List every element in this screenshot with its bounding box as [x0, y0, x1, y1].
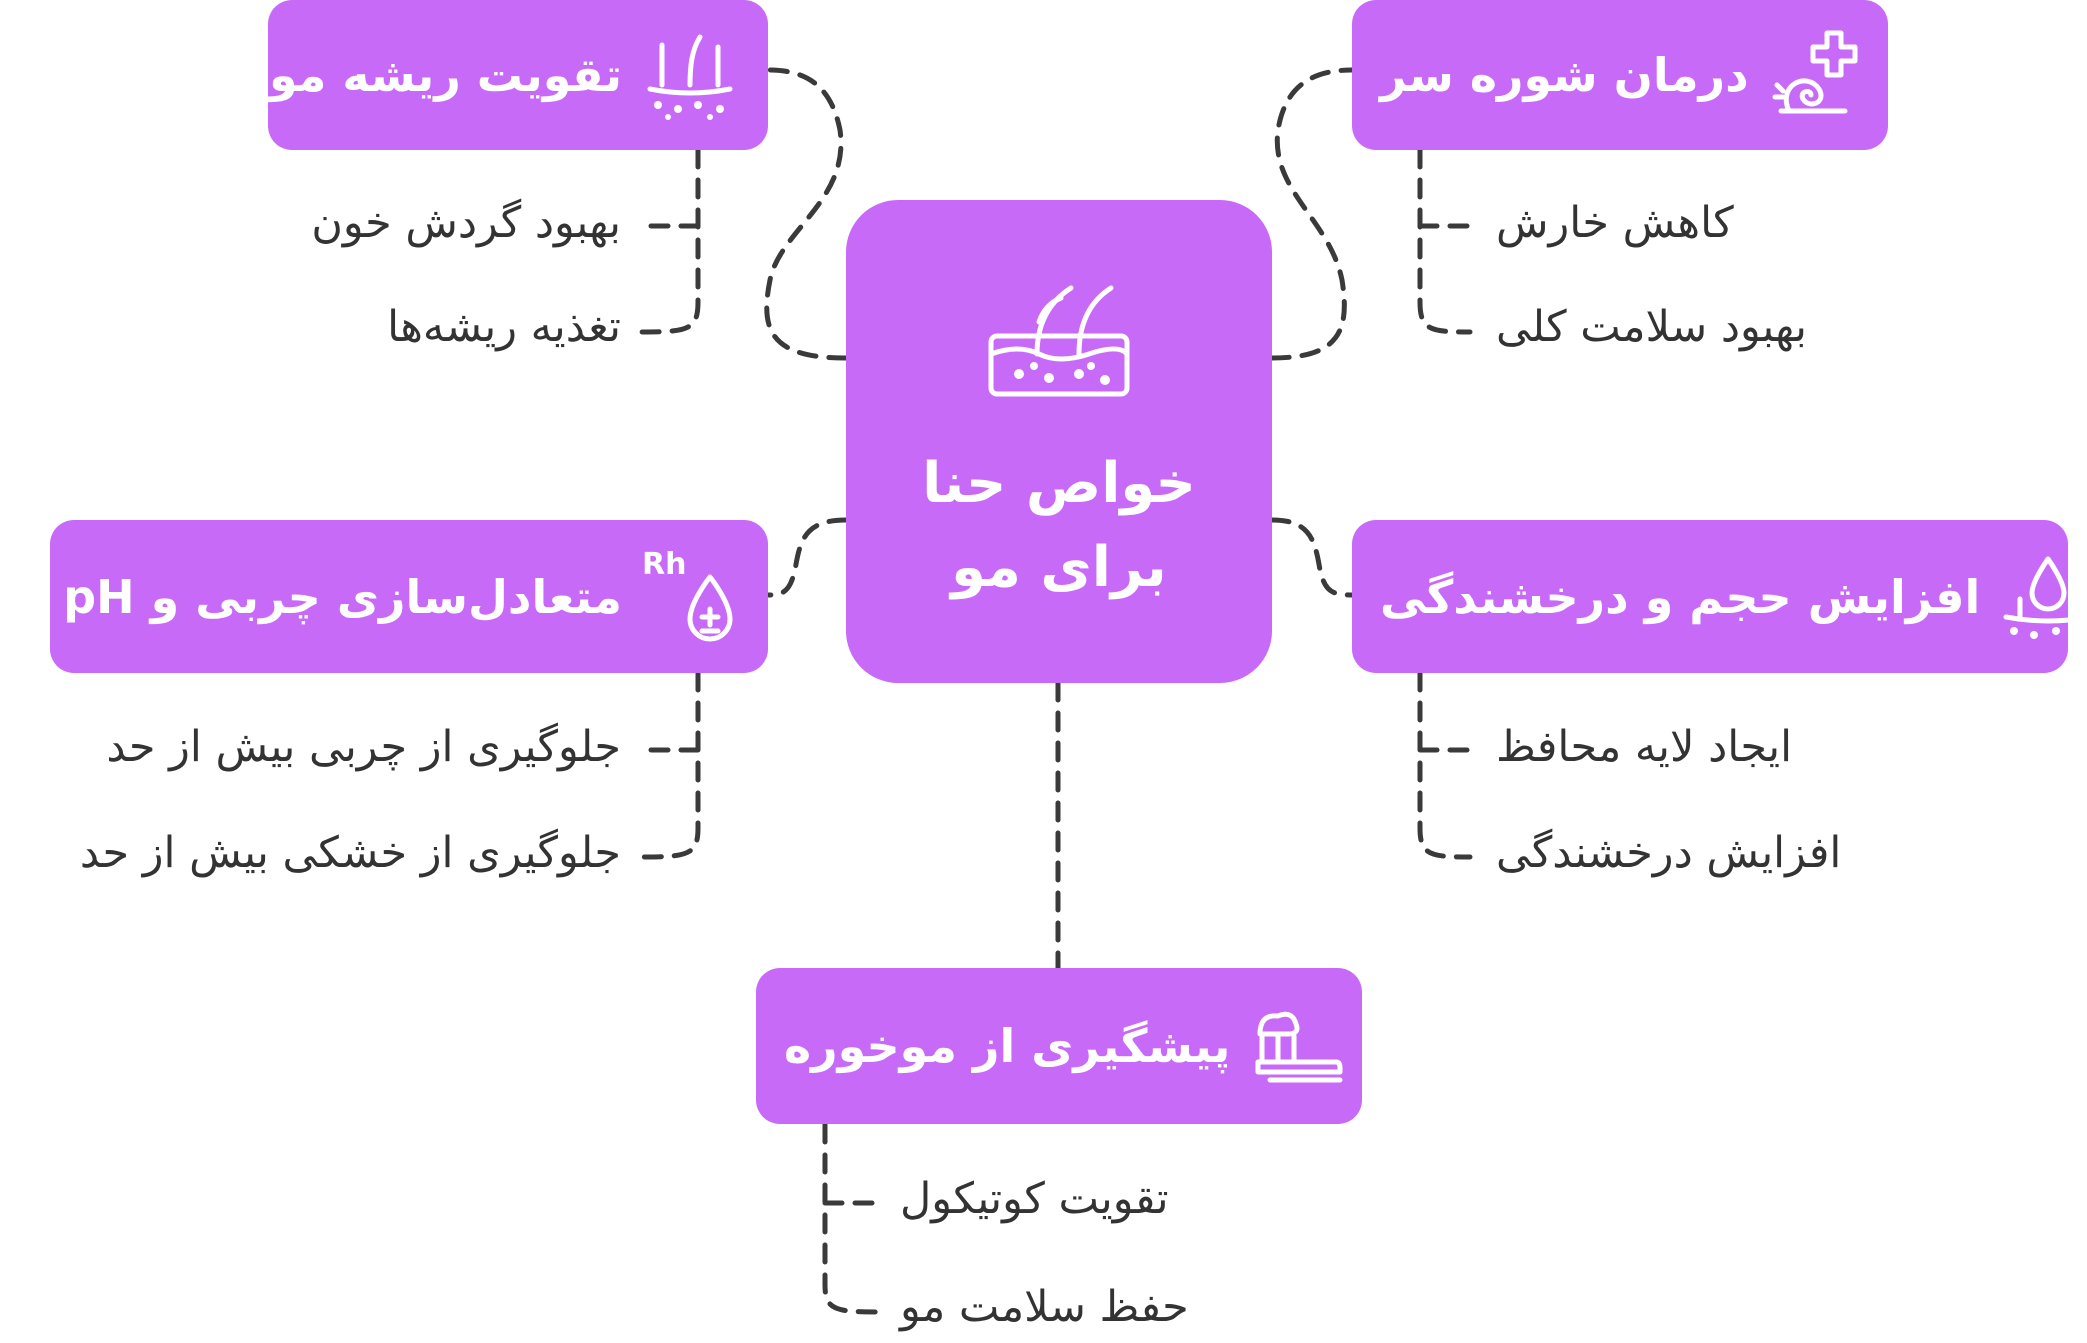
connector-center-volume — [1269, 517, 1355, 598]
leaf-dandruff-item-2: بهبود سلامت کلی — [1496, 302, 1807, 352]
center-title-line2: برای مو — [951, 534, 1167, 600]
branch-split-ends: پیشگیری از موخوره — [756, 968, 1362, 1124]
connector-center-dandruff — [1269, 67, 1355, 361]
connector-center-ph — [765, 517, 849, 598]
branch-volume-label: افزایش حجم و درخشندگی — [1380, 569, 1981, 624]
leaf-split-ends-item-2: حفظ سلامت مو — [900, 1282, 1189, 1332]
leaf-ph-item-2: جلوگیری از خشکی بیش از حد — [79, 828, 621, 878]
leaf-volume-item-2: افزایش درخشندگی — [1496, 828, 1842, 878]
hair-root-icon — [640, 25, 740, 125]
branch-ph-label: متعادل‌سازی چربی و pH — [63, 569, 622, 624]
leaf-dandruff-item-1: کاهش خارش — [1496, 198, 1734, 248]
connector-volume-items — [1417, 670, 1473, 860]
connector-root-items — [637, 147, 701, 335]
center-title: خواص حنا برای مو — [846, 442, 1272, 610]
branch-ph-balance: متعادل‌سازی چربی و pH Rh — [50, 520, 768, 673]
leaf-root-item-1: بهبود گردش خون — [311, 198, 621, 248]
connector-dandruff-items — [1417, 147, 1473, 335]
center-node: خواص حنا برای مو — [846, 200, 1272, 683]
branch-root-label: تقویت ریشه مو — [269, 48, 622, 102]
rh-label: Rh — [642, 546, 687, 582]
leaf-volume-item-1: ایجاد لایه محافظ — [1496, 722, 1793, 772]
connector-center-root — [764, 67, 849, 361]
branch-split-ends-label: پیشگیری از موخوره — [784, 1019, 1231, 1073]
center-title-line1: خواص حنا — [922, 450, 1196, 516]
connector-ph-items — [637, 670, 701, 860]
leaf-root-item-2: تغذیه ریشه‌ها — [387, 302, 621, 352]
scalp-hair-icon — [979, 274, 1139, 404]
leaf-split-ends-item-1: تقویت کوتیکول — [900, 1174, 1169, 1224]
branch-volume-shine: افزایش حجم و درخشندگی — [1352, 520, 2087, 673]
blood-drop-icon: Rh — [640, 547, 740, 647]
toothbrush-icon — [1248, 996, 1348, 1096]
connector-breakage-items — [822, 1122, 883, 1315]
branch-dandruff: درمان شوره سر — [1352, 0, 1888, 150]
snail-cross-icon — [1767, 25, 1867, 125]
branch-dandruff-label: درمان شوره سر — [1380, 48, 1749, 102]
drop-hair-icon — [1998, 547, 2087, 647]
leaf-ph-item-1: جلوگیری از چربی بیش از حد — [106, 722, 621, 772]
branch-root-strengthening: تقویت ریشه مو — [268, 0, 768, 150]
